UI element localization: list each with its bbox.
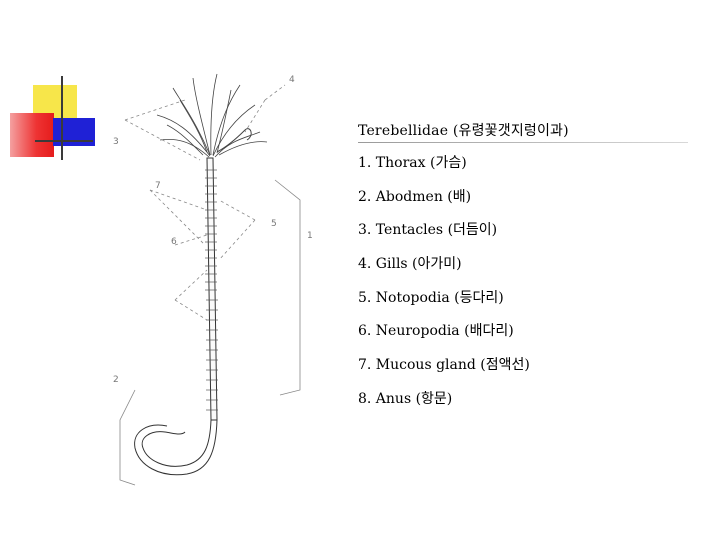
content-block: Terebellidae (유령꽃갯지렁이과) 1. Thorax (가슴) 2… bbox=[358, 120, 698, 407]
list-item: 1. Thorax (가슴) bbox=[358, 155, 467, 171]
figure-label-3: 3 bbox=[113, 137, 119, 147]
page-title: Terebellidae (유령꽃갯지렁이과) bbox=[358, 123, 569, 139]
body-segments bbox=[205, 169, 218, 411]
gill-tuft bbox=[216, 128, 252, 153]
list-item: 4. Gills (아가미) bbox=[358, 256, 462, 273]
anatomy-list: 1. Thorax (가슴) 2. Abodmen (배) 3. Tentacl… bbox=[358, 152, 530, 422]
label-brackets bbox=[119, 179, 301, 486]
figure-label-7: 7 bbox=[155, 181, 161, 191]
list-item: 2. Abodmen (배) bbox=[358, 188, 472, 205]
list-item: 7. Mucous gland (점액선) bbox=[358, 357, 530, 374]
label-leader-lines bbox=[124, 84, 286, 321]
figure-label-4: 4 bbox=[289, 75, 295, 85]
figure-label-5: 5 bbox=[271, 219, 277, 229]
terebellid-worm-illustration: 4 3 1 7 5 6 2 bbox=[113, 73, 313, 486]
figure-label-6: 6 bbox=[171, 237, 177, 247]
list-item: 8. Anus (항문) bbox=[358, 390, 453, 407]
figure-label-2: 2 bbox=[113, 375, 119, 385]
list-item: 5. Notopodia (등다리) bbox=[358, 289, 504, 306]
worm-body bbox=[134, 157, 218, 476]
tentacle-crown bbox=[156, 73, 268, 158]
figure-label-1: 1 bbox=[307, 231, 313, 241]
list-item: 3. Tentacles (더듬이) bbox=[358, 222, 498, 239]
title-underline bbox=[358, 142, 688, 143]
decor-vertical-line bbox=[61, 76, 63, 160]
decor-horizontal-line bbox=[35, 140, 93, 142]
decor-red-square bbox=[10, 113, 54, 157]
list-item: 6. Neuropodia (배다리) bbox=[358, 323, 514, 340]
